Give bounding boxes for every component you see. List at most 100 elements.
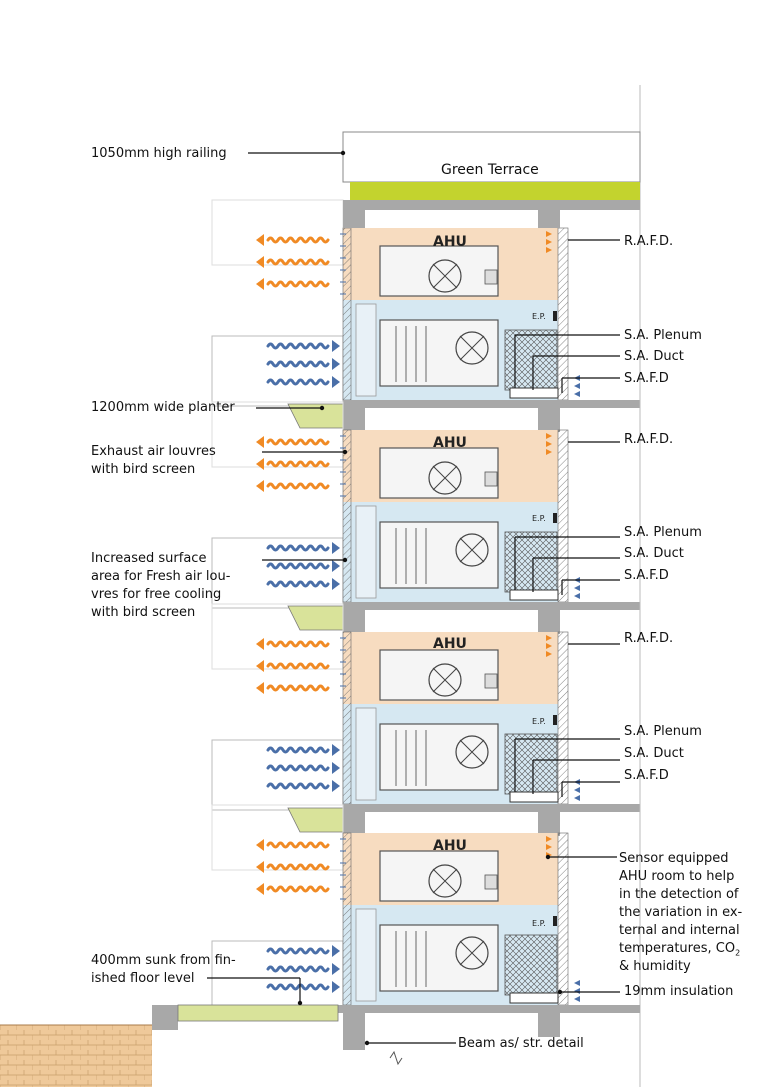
floor-1-exhaust-arrow-1 xyxy=(256,256,264,268)
sunk-leader-dot xyxy=(297,1000,303,1006)
floor-4-sa-duct xyxy=(509,992,559,1004)
floor-2-exhaust-arrow-2 xyxy=(256,480,264,492)
floor-4-fan-upper xyxy=(428,864,462,898)
floor-4-exhaust-arrow-0 xyxy=(256,839,264,851)
floor-3-exhaust-wave-0 xyxy=(266,640,330,648)
floor-4-rafd-arrow-1 xyxy=(546,844,552,850)
floor-2-fresh-wave-1 xyxy=(266,562,330,570)
floor-1-exhaust-wave-2 xyxy=(266,280,330,288)
floor-2-west-wall xyxy=(342,429,352,603)
floor-3 xyxy=(211,603,640,836)
floor-1-rafd-arrow-0 xyxy=(546,231,552,237)
floor-1-fan-lower xyxy=(455,331,489,365)
ahu-title-4: AHU xyxy=(433,838,467,854)
safd-label-2: S.A.F.D xyxy=(624,568,669,583)
railing-label: 1050mm high railing xyxy=(91,146,227,161)
floor-2-beam-right xyxy=(538,606,560,634)
floor-1-fresh-wave-0 xyxy=(266,342,330,350)
floor-3-east-wall xyxy=(557,631,569,805)
floor-1-rafd-arrow-1 xyxy=(546,239,552,245)
floor-4-fresh-louvre xyxy=(355,908,377,1002)
floor-1-fresh-wave-2 xyxy=(266,378,330,386)
sa-plenum-label-1: S.A. Plenum xyxy=(624,328,702,343)
floor-4-fan-lower-blades xyxy=(459,940,485,966)
planter-label: 1200mm wide planter xyxy=(91,400,235,415)
insulation-label: 19mm insulation xyxy=(624,984,734,999)
sensor-note-6: temperatures, CO2 xyxy=(619,941,741,958)
floor-3-motor xyxy=(484,673,498,689)
floor-2-fan-lower-blades xyxy=(459,537,485,563)
exhaust-louvre-label-2: with bird screen xyxy=(91,462,196,477)
floor-4-ep-panel xyxy=(553,916,557,926)
floor-4-fresh-arrow-2 xyxy=(332,981,340,993)
floor-4-east-wall xyxy=(557,832,569,1006)
floor-2-exhaust-arrow-1 xyxy=(256,458,264,470)
floor-3-exhaust-wave-2 xyxy=(266,684,330,692)
floor-3-planter xyxy=(287,807,344,833)
floor-3-safd-arrow-1 xyxy=(574,787,580,793)
exhaust-leader-dot xyxy=(342,449,348,455)
ahu-title-2: AHU xyxy=(433,435,467,451)
exhaust-louvre-label-1: Exhaust air louvres xyxy=(91,444,216,459)
floor-3-fresh-wave-0 xyxy=(266,746,330,754)
ground-beam-right xyxy=(538,1010,560,1036)
floor-3-rafd-arrow-0 xyxy=(546,635,552,641)
sensor-note-2: AHU room to help xyxy=(619,869,735,884)
floor-2-fresh-arrow-1 xyxy=(332,560,340,572)
terrace-railing xyxy=(342,131,641,183)
ep-label-2: E.P. xyxy=(532,514,546,523)
floor-2-slab xyxy=(343,602,640,610)
sensor-note-3: in the detection of xyxy=(619,887,739,902)
sunk-label-1: 400mm sunk from fin- xyxy=(91,953,236,968)
break-mark xyxy=(389,1050,403,1066)
floor-1-exhaust-arrow-2 xyxy=(256,278,264,290)
ahu-title-3: AHU xyxy=(433,636,467,652)
floor-1-exhaust-arrow-0 xyxy=(256,234,264,246)
floor-4-safd-arrow-0 xyxy=(574,980,580,986)
fresh-air-label-4: with bird screen xyxy=(91,605,196,620)
floor-1-exhaust-wave-0 xyxy=(266,236,330,244)
floor-4-fresh-arrow-0 xyxy=(332,945,340,957)
rafd-label-1: R.A.F.D. xyxy=(624,234,674,249)
floor-2-ep-panel xyxy=(553,513,557,523)
floor-2-motor xyxy=(484,471,498,487)
floor-1-fresh-arrow-0 xyxy=(332,340,340,352)
floor-2 xyxy=(211,401,640,634)
floor-4-exhaust-arrow-2 xyxy=(256,883,264,895)
floor-3-west-wall xyxy=(342,631,352,805)
floor-2-safd-arrow-1 xyxy=(574,585,580,591)
fresh-leader-dot xyxy=(342,557,348,563)
floor-4-rafd-arrow-0 xyxy=(546,836,552,842)
fresh-air-label-1: Increased surface xyxy=(91,551,207,566)
floor-4-sa-plenum xyxy=(504,934,558,996)
floor-3-fresh-arrow-2 xyxy=(332,780,340,792)
floor-1-fresh-arrow-1 xyxy=(332,358,340,370)
floor-3-fresh-arrow-1 xyxy=(332,762,340,774)
floor-4-exhaust-wave-2 xyxy=(266,885,330,893)
roof-slab xyxy=(343,200,640,210)
floor-1-motor xyxy=(484,269,498,285)
floor-1-east-wall xyxy=(557,227,569,401)
floor-1-sa-plenum xyxy=(504,329,558,391)
safd-label-3: S.A.F.D xyxy=(624,768,669,783)
roof-beam-left xyxy=(343,200,365,228)
floor-1-fresh-wave-1 xyxy=(266,360,330,368)
floor-1-sa-duct xyxy=(509,387,559,399)
floor-3-rafd-arrow-1 xyxy=(546,643,552,649)
floor-3-safd-arrow-2 xyxy=(574,795,580,801)
floor-4-ahu-upper xyxy=(379,850,499,902)
floor-2-sa-duct xyxy=(509,589,559,601)
floor-2-fan-upper xyxy=(428,461,462,495)
sa-duct-label-1: S.A. Duct xyxy=(624,349,684,364)
floor-3-fresh-wave-2 xyxy=(266,782,330,790)
floor-1-fan-upper-blades xyxy=(432,263,458,289)
floor-2-rafd-arrow-0 xyxy=(546,433,552,439)
floor-3-sa-duct xyxy=(509,791,559,803)
floor-3-fresh-wave-1 xyxy=(266,764,330,772)
green-terrace-label: Green Terrace xyxy=(441,162,539,178)
sensor-note-5: ternal and internal xyxy=(619,923,740,938)
floor-3-beam-right xyxy=(538,808,560,836)
ahu-title-1: AHU xyxy=(433,234,467,250)
floor-3-fresh-arrow-0 xyxy=(332,744,340,756)
